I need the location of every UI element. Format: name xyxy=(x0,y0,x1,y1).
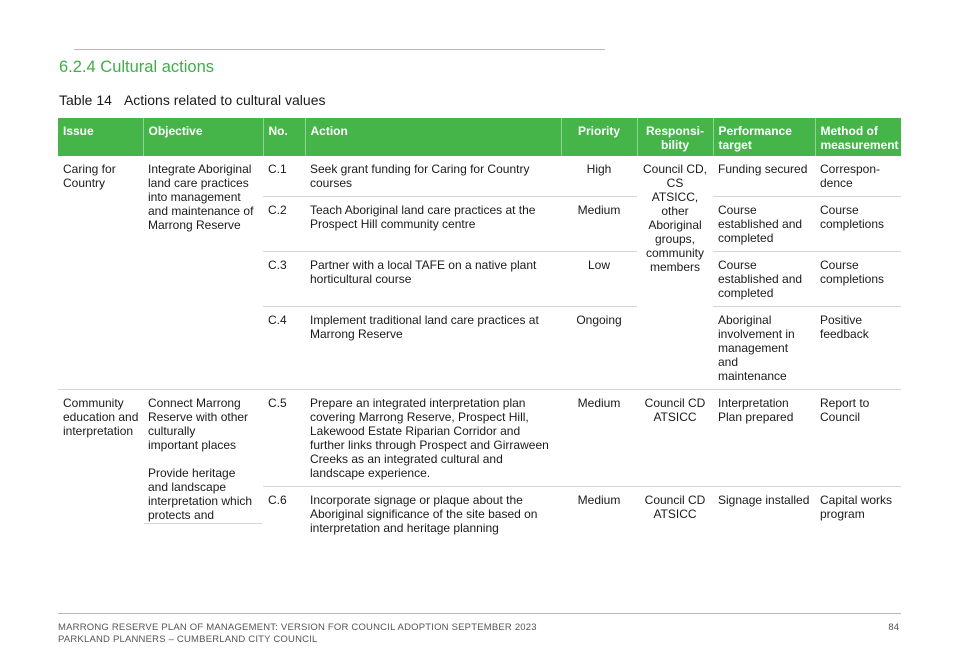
cultural-actions-table: Issue Objective No. Action Priority Resp… xyxy=(58,118,901,541)
header-responsibility: Responsi-bility xyxy=(637,118,714,156)
action-number: C.4 xyxy=(263,306,305,390)
header-priority: Priority xyxy=(561,118,638,156)
action-text: Seek grant funding for Caring for Countr… xyxy=(310,162,530,190)
footer-divider xyxy=(58,613,901,614)
action-number: C.2 xyxy=(263,196,305,252)
priority-cell: Medium xyxy=(561,196,637,252)
priority-cell: Low xyxy=(561,251,637,307)
top-divider xyxy=(74,49,605,50)
method-cell: Correspon-dence xyxy=(820,162,881,190)
action-text: Implement traditional land care practice… xyxy=(305,306,561,390)
header-objective: Objective xyxy=(143,118,264,156)
priority-cell: Medium xyxy=(561,389,637,487)
table-header-row: Issue Objective No. Action Priority Resp… xyxy=(58,118,901,156)
action-number: C.1 xyxy=(268,162,287,176)
performance-target-cell: Signage installed xyxy=(713,486,815,541)
table-row: C.2 Teach Aboriginal land care practices… xyxy=(58,196,901,252)
table-caption: Table 14 Actions related to cultural valu… xyxy=(59,92,326,108)
objective-bottom-rule xyxy=(144,523,262,524)
action-text: Teach Aboriginal land care practices at … xyxy=(305,196,561,252)
priority-cell: Ongoing xyxy=(561,306,637,390)
table-row: C.6 Incorporate signage or plaque about … xyxy=(58,486,901,541)
action-number: C.3 xyxy=(263,251,305,307)
priority-cell: Medium xyxy=(561,486,637,541)
section-heading: 6.2.4 Cultural actions xyxy=(59,58,215,76)
priority-cell: High xyxy=(586,162,612,176)
performance-target-cell: Funding secured xyxy=(718,162,808,176)
action-text: Prepare an integrated interpretation pla… xyxy=(305,389,561,487)
table-row: C.3 Partner with a local TAFE on a nativ… xyxy=(58,251,901,307)
action-number: C.6 xyxy=(263,486,305,541)
header-issue: Issue xyxy=(58,118,144,156)
action-text: Partner with a local TAFE on a native pl… xyxy=(305,251,561,307)
footer-author: PARKLAND PLANNERS – CUMBERLAND CITY COUN… xyxy=(58,634,318,645)
table-row: C.4 Implement traditional land care prac… xyxy=(58,306,901,390)
header-action: Action xyxy=(305,118,562,156)
table-caption-label: Table 14 xyxy=(59,92,112,108)
footer-document-title: MARRONG RESERVE PLAN OF MANAGEMENT: VERS… xyxy=(58,622,537,633)
page-number: 84 xyxy=(888,622,899,633)
action-number: C.5 xyxy=(263,389,305,487)
table-caption-title: Actions related to cultural values xyxy=(123,92,326,108)
header-no: No. xyxy=(263,118,306,156)
